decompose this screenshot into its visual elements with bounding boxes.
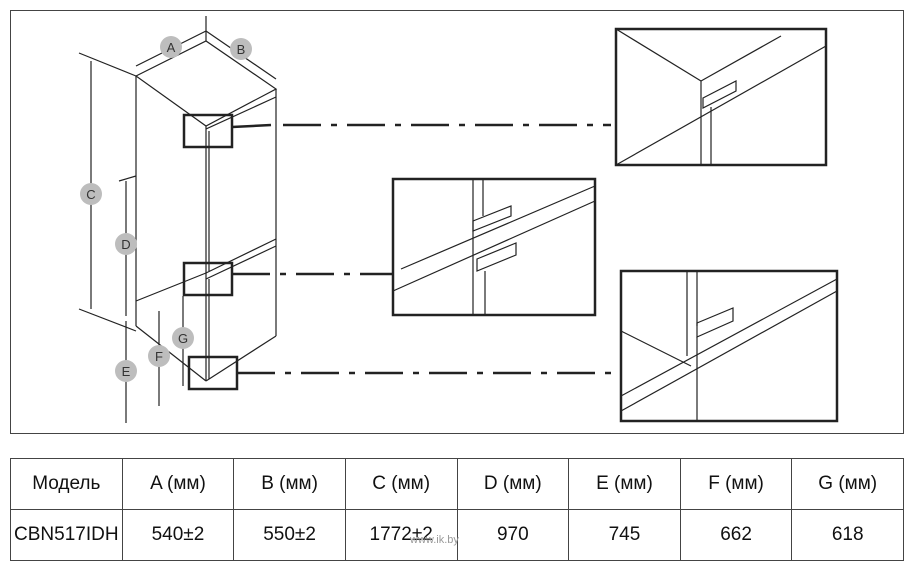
marker-a bbox=[160, 36, 182, 58]
marker-e bbox=[115, 360, 137, 382]
marker-e-label: E bbox=[122, 364, 131, 379]
installation-diagram: A B C D E F G bbox=[10, 10, 904, 434]
header-e: E (мм) bbox=[568, 458, 681, 510]
specs-table: Модель A (мм) B (мм) C (мм) D (мм) E (мм… bbox=[10, 458, 904, 561]
fridge-top-face bbox=[134, 40, 278, 127]
cell-a: 540±2 bbox=[121, 509, 235, 561]
hinge-box-middle bbox=[182, 261, 234, 297]
marker-b-label: B bbox=[237, 42, 246, 57]
marker-b bbox=[230, 38, 252, 60]
hinge-box-top bbox=[182, 113, 234, 149]
marker-f-label: F bbox=[155, 349, 163, 364]
table-header-row: Модель A (мм) B (мм) C (мм) D (мм) E (мм… bbox=[10, 458, 904, 510]
header-g: G (мм) bbox=[791, 458, 904, 510]
marker-c bbox=[80, 183, 102, 205]
fridge-dimension-drawing: A B C D E F G bbox=[78, 16, 839, 423]
header-a: A (мм) bbox=[121, 458, 235, 510]
fridge-bottom-left bbox=[135, 325, 207, 382]
door-split-right bbox=[205, 238, 277, 274]
marker-c-label: C bbox=[86, 187, 95, 202]
door-split-left bbox=[135, 272, 207, 302]
watermark: www.ik.by bbox=[410, 534, 459, 546]
fridge-bottom-right bbox=[205, 335, 277, 382]
marker-f bbox=[148, 345, 170, 367]
detail-view-top bbox=[614, 27, 828, 167]
cell-model: CBN517IDH bbox=[10, 509, 123, 561]
header-f: F (мм) bbox=[679, 458, 793, 510]
marker-g bbox=[172, 327, 194, 349]
cell-d: 970 bbox=[456, 509, 570, 561]
header-c: C (мм) bbox=[344, 458, 458, 510]
dimension-markers: A B C D E F G bbox=[80, 36, 252, 382]
cell-b: 550±2 bbox=[233, 509, 346, 561]
marker-g-label: G bbox=[178, 331, 188, 346]
cell-e: 745 bbox=[568, 509, 681, 561]
cell-c: 1772±2 bbox=[344, 509, 458, 561]
header-d: D (мм) bbox=[456, 458, 570, 510]
cell-f: 662 bbox=[679, 509, 793, 561]
header-model: Модель bbox=[10, 458, 123, 510]
cell-g: 618 bbox=[791, 509, 904, 561]
header-b: B (мм) bbox=[233, 458, 346, 510]
marker-a-label: A bbox=[167, 40, 176, 55]
detail-view-middle bbox=[391, 177, 597, 317]
table-row: CBN517IDH 540±2 550±2 1772±2 970 745 662… bbox=[10, 509, 904, 561]
marker-d bbox=[115, 233, 137, 255]
marker-d-label: D bbox=[121, 237, 130, 252]
detail-view-bottom bbox=[619, 269, 839, 423]
